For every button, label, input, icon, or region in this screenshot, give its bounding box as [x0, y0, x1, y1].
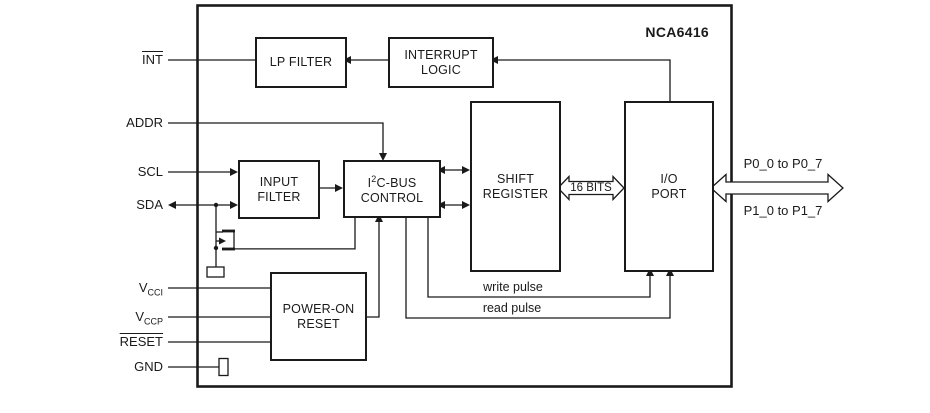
arrowhead-por-up-icon [375, 214, 383, 222]
block-power-on-reset: POWER-ON RESET [270, 272, 367, 361]
block-label: LP FILTER [269, 55, 333, 69]
block-lp-filter: LP FILTER [255, 37, 347, 88]
arrowhead-mosfet-gate-icon [219, 237, 226, 245]
pin-label-gnd: GND [134, 359, 163, 374]
signal-label-write-pulse: write pulse [483, 280, 543, 294]
block-interrupt-logic: INTERRUPT LOGIC [388, 37, 494, 88]
arrowhead-scl-icon [230, 168, 238, 176]
block-label: POWER-ON RESET [282, 301, 355, 331]
arrowhead-addr-down-icon [379, 153, 387, 161]
pin-label-reset: RESET [119, 334, 163, 349]
block-label: I/O PORT [651, 171, 687, 201]
bus-label-p1: P1_0 to P1_7 [743, 203, 823, 218]
arrowhead-read-up-icon [666, 268, 674, 276]
block-label: INPUT FILTER [257, 174, 301, 204]
wire-por-to-i2c [363, 219, 380, 318]
block-shift-register: SHIFT REGISTER [470, 101, 561, 272]
arrowhead-lp-icon [343, 56, 351, 64]
arrowhead-shift-left1-icon [437, 166, 445, 174]
chip-title: NCA6416 [645, 24, 709, 40]
chip-boundary [196, 4, 733, 388]
mosfet-source-bar [222, 247, 235, 251]
arrowhead-sda-in-icon [230, 201, 238, 209]
block-label: INTERRUPT LOGIC [404, 47, 478, 77]
wire-mosfet-to-i2c [235, 216, 356, 250]
arrowhead-write-up-icon [646, 268, 654, 276]
bus-label-p0: P0_0 to P0_7 [743, 156, 823, 171]
junction-dot [213, 245, 219, 251]
bus-label-16bits: 16 BITS [570, 182, 612, 194]
wire-write-pulse [427, 214, 651, 298]
arrowhead-sda-out-icon [168, 201, 176, 209]
pin-label-scl: SCL [137, 164, 163, 179]
block-input-filter: INPUT FILTER [238, 160, 320, 219]
wire-addr [168, 122, 384, 155]
pin-label-sda: SDA [136, 197, 163, 212]
bus-port-arrow-icon [710, 173, 844, 203]
pin-label-vcci: VCCI [138, 280, 163, 298]
arrowhead-filter-i2c-icon [335, 184, 343, 192]
arrowhead-shift-right1-icon [462, 166, 470, 174]
pad-icon [206, 266, 225, 278]
pin-label-vccp: VCCP [135, 309, 163, 327]
pin-label-addr: ADDR [126, 115, 163, 130]
mosfet-drain-bar [222, 229, 235, 233]
arrowhead-shift-right2-icon [462, 201, 470, 209]
gnd-pad-icon [218, 357, 229, 377]
signal-label-read-pulse: read pulse [482, 301, 542, 315]
arrowhead-intlogic-icon [490, 56, 498, 64]
pin-label-int: INT [142, 52, 163, 67]
arrowhead-shift-left2-icon [437, 201, 445, 209]
block-io-port: I/O PORT [624, 101, 714, 272]
block-label: SHIFT REGISTER [482, 171, 549, 201]
wire-read-pulse [405, 214, 671, 319]
wire-ioport-to-intlogic [497, 59, 671, 101]
junction-dot [213, 202, 219, 208]
